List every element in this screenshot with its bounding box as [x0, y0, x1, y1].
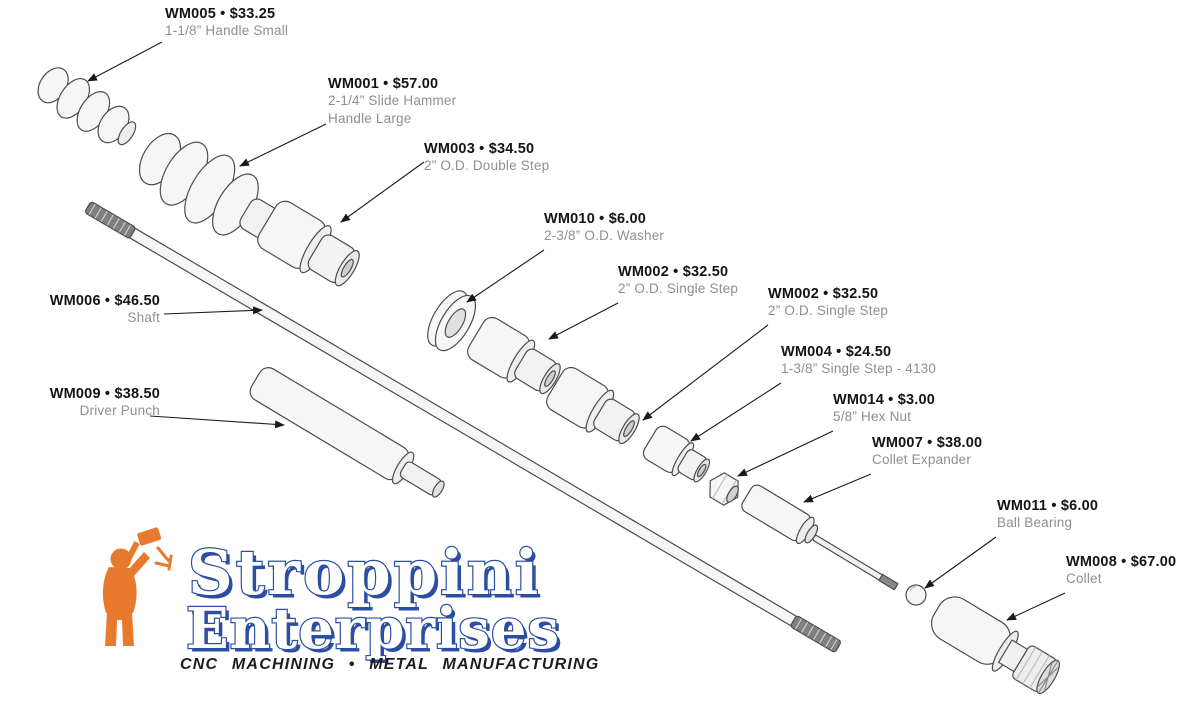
logo-tagline: CNC MACHINING • METAL MANUFACTURING — [180, 656, 599, 673]
part-desc: 5/8” Hex Nut — [833, 409, 912, 424]
callout-wm010: WM010 • $6.00 2-3/8” O.D. Washer — [544, 211, 664, 245]
part-desc: 2” O.D. Double Step — [424, 158, 550, 173]
part-hex-nut — [709, 472, 739, 506]
part-code: WM006 • $46.50 — [49, 293, 160, 309]
leader-wm011 — [924, 536, 997, 589]
leader-arrows — [87, 41, 1066, 621]
part-code: WM014 • $3.00 — [833, 392, 935, 408]
callout-wm004: WM004 • $24.50 1-3/8” Single Step - 4130 — [781, 344, 936, 378]
part-code: WM008 • $67.00 — [1066, 554, 1177, 570]
part-driver-punch — [249, 367, 445, 498]
callout-wm001: WM001 • $57.00 2-1/4” Slide Hammer Handl… — [328, 76, 480, 128]
part-desc: 2” O.D. Single Step — [618, 281, 739, 296]
part-single-step-1 — [467, 316, 561, 395]
part-code: WM009 • $38.50 — [49, 386, 160, 402]
leader-wm010 — [466, 249, 545, 303]
leader-wm004 — [690, 382, 782, 442]
part-desc: Driver Punch — [79, 403, 160, 418]
logo-name-line1-shadow: Stroppini — [192, 540, 545, 613]
part-code: WM005 • $33.25 — [165, 6, 276, 22]
callout-wm002-second: WM002 • $32.50 2” O.D. Single Step — [768, 286, 888, 320]
callout-wm002-first: WM002 • $32.50 2” O.D. Single Step — [618, 264, 738, 298]
callout-wm008: WM008 • $67.00 Collet — [1066, 554, 1176, 588]
leader-wm009 — [149, 415, 285, 429]
part-collet-expander — [741, 484, 899, 591]
leader-wm002a — [548, 302, 619, 340]
callout-wm003: WM003 • $34.50 2” O.D. Double Step — [424, 141, 549, 175]
worker-with-hammer-icon — [102, 527, 162, 646]
callout-wm014: WM014 • $3.00 5/8” Hex Nut — [833, 392, 935, 426]
leader-wm005 — [87, 41, 163, 82]
leader-wm003 — [340, 161, 425, 223]
callout-wm006: WM006 • $46.50 Shaft — [28, 293, 160, 327]
part-desc: Collet — [1066, 571, 1102, 586]
part-code: WM002 • $32.50 — [618, 264, 729, 280]
callout-wm009: WM009 • $38.50 Driver Punch — [24, 386, 160, 420]
leader-wm002b — [642, 324, 769, 421]
part-single-step-4130 — [642, 425, 711, 483]
leader-wm014 — [737, 430, 834, 477]
part-code: WM007 • $38.00 — [872, 435, 983, 451]
leader-wm001 — [239, 123, 327, 167]
part-collet — [930, 596, 1061, 695]
logo-name-line2: Enterprises — [186, 596, 560, 662]
logo-name-line2-shadow: Enterprises — [190, 600, 564, 666]
part-desc: 2” O.D. Single Step — [768, 303, 889, 318]
part-handle-small — [37, 67, 137, 146]
part-shaft — [85, 201, 841, 653]
leader-wm008 — [1006, 592, 1066, 621]
part-desc: 1-1/8” Handle Small — [165, 23, 289, 38]
part-ball-bearing — [905, 584, 927, 606]
part-code: WM003 • $34.50 — [424, 141, 535, 157]
part-double-step — [257, 200, 360, 287]
part-code: WM001 • $57.00 — [328, 76, 439, 92]
part-code: WM010 • $6.00 — [544, 211, 646, 227]
part-code: WM004 • $24.50 — [781, 344, 892, 360]
callout-wm005: WM005 • $33.25 1-1/8” Handle Small — [165, 6, 288, 40]
callout-wm011: WM011 • $6.00 Ball Bearing — [997, 498, 1098, 532]
part-washer — [427, 290, 477, 352]
part-desc: 2-3/8” O.D. Washer — [544, 228, 665, 243]
leader-wm006 — [163, 306, 263, 315]
callout-wm007: WM007 • $38.00 Collet Expander — [872, 435, 982, 469]
leader-wm007 — [803, 473, 872, 503]
part-code: WM011 • $6.00 — [997, 498, 1099, 514]
part-desc: Shaft — [127, 310, 160, 325]
part-desc: Collet Expander — [872, 452, 972, 467]
logo-name-line1: Stroppini — [188, 536, 541, 609]
part-single-step-2 — [546, 366, 640, 445]
company-logo: Stroppini Stroppini Enterprises Enterpri… — [102, 527, 599, 673]
part-desc: Ball Bearing — [997, 515, 1073, 530]
part-desc: 1-3/8” Single Step - 4130 — [781, 361, 937, 376]
spark-icon — [154, 546, 173, 571]
part-desc: 2-1/4” Slide Hammer Handle Large — [328, 93, 457, 126]
part-code: WM002 • $32.50 — [768, 286, 879, 302]
